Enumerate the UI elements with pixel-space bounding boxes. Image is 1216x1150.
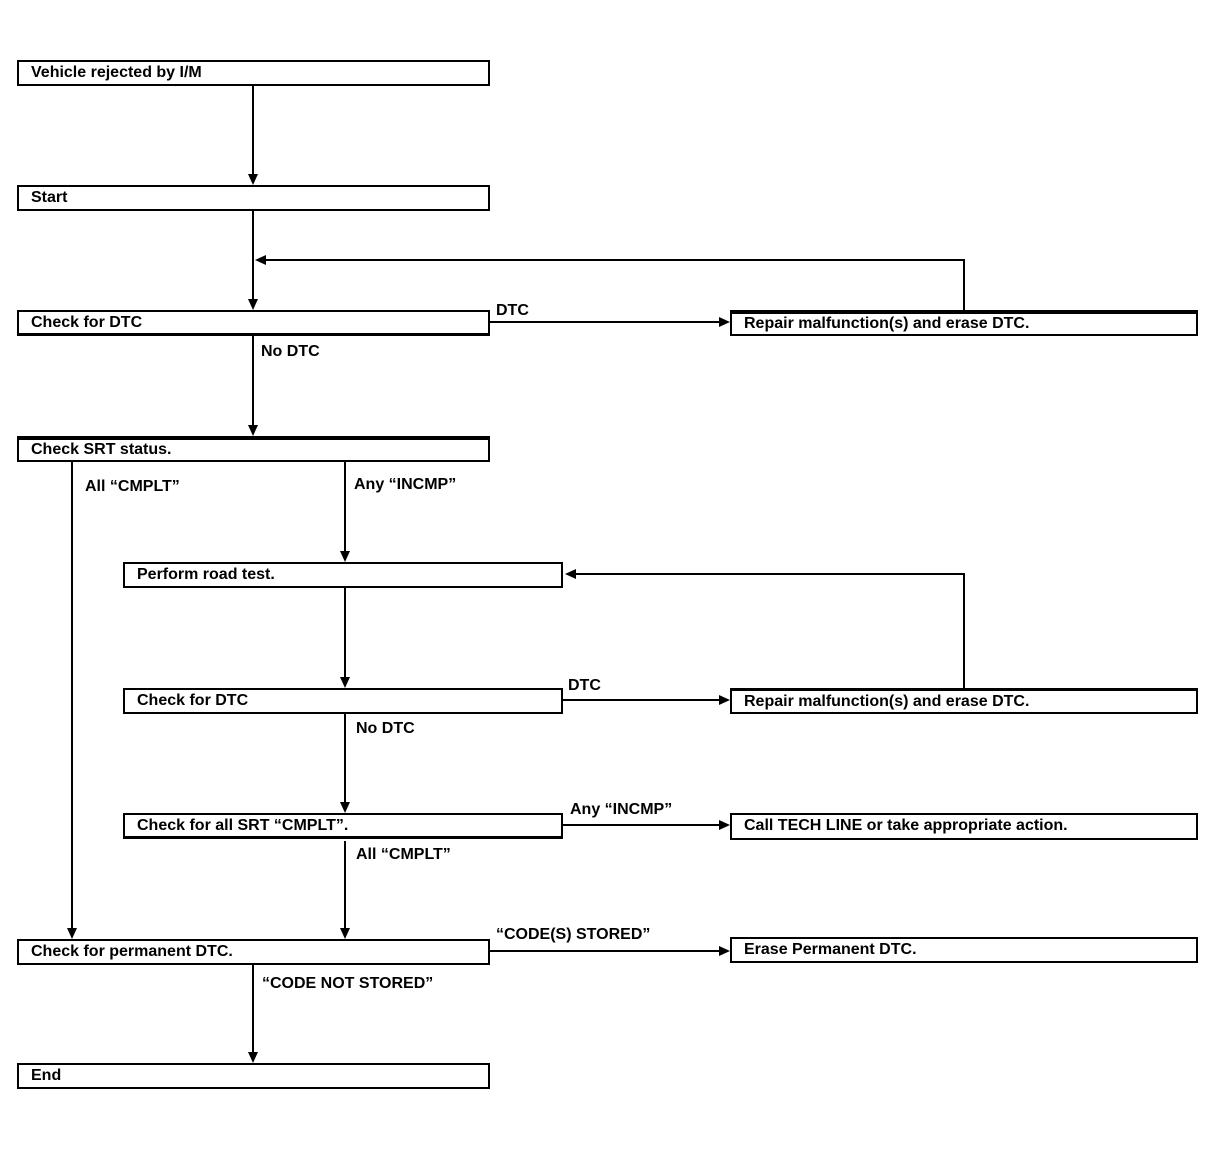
arrowhead-into-checkallsrt xyxy=(340,802,350,813)
arrowhead-feedback2-into-roadtest xyxy=(565,569,576,579)
arrowhead-into-erase-permanent xyxy=(719,946,730,956)
connector-dtc2-to-repair2 xyxy=(563,699,719,701)
label-any-incmp-mid: Any “INCMP” xyxy=(570,801,673,818)
box-vehicle-rejected: Vehicle rejected by I/M xyxy=(17,60,490,86)
label-no-dtc-mid: No DTC xyxy=(356,720,415,737)
label-dtc-mid: DTC xyxy=(568,677,601,694)
flow-line-nodtc2-to-checkallsrt xyxy=(344,714,346,802)
box-call-tech-line: Call TECH LINE or take appropriate actio… xyxy=(730,813,1198,840)
arrowhead-into-start xyxy=(248,174,258,185)
box-check-all-srt-cmplt: Check for all SRT “CMPLT”. xyxy=(123,813,563,839)
label-all-cmplt-top: All “CMPLT” xyxy=(85,478,180,495)
box-erase-permanent-dtc: Erase Permanent DTC. xyxy=(730,937,1198,963)
box-check-srt-status: Check SRT status. xyxy=(17,436,490,462)
feedback1-horizontal xyxy=(262,259,965,261)
connector-codestored-to-erase xyxy=(490,950,719,952)
label-code-not-stored: “CODE NOT STORED” xyxy=(262,975,434,992)
flow-line-nodtc-to-checksrt xyxy=(252,336,254,425)
arrowhead-into-checkdtc2 xyxy=(340,677,350,688)
box-check-dtc-1: Check for DTC xyxy=(17,310,490,336)
box-end: End xyxy=(17,1063,490,1089)
box-check-dtc-2: Check for DTC xyxy=(123,688,563,714)
arrowhead-into-repair1 xyxy=(719,317,730,327)
flow-line-allcmplt-bypass xyxy=(71,462,73,928)
label-all-cmplt-mid: All “CMPLT” xyxy=(356,846,451,863)
connector-anyincmp-to-calltech xyxy=(563,824,719,826)
flow-line-anyincmp-to-roadtest xyxy=(344,462,346,551)
box-repair-erase-dtc-1: Repair malfunction(s) and erase DTC. xyxy=(730,310,1198,336)
feedback2-horizontal xyxy=(572,573,965,575)
arrowhead-into-checksrt xyxy=(248,425,258,436)
feedback1-vertical xyxy=(963,259,965,310)
arrowhead-into-repair2 xyxy=(719,695,730,705)
box-start: Start xyxy=(17,185,490,211)
label-any-incmp-top: Any “INCMP” xyxy=(354,476,457,493)
flow-line-permanent-to-end xyxy=(252,965,254,1052)
box-repair-erase-dtc-2: Repair malfunction(s) and erase DTC. xyxy=(730,688,1198,714)
arrowhead-into-end xyxy=(248,1052,258,1063)
feedback2-vertical xyxy=(963,573,965,688)
arrowhead-into-checkdtc1 xyxy=(248,299,258,310)
flow-line-start-to-checkdtc1 xyxy=(252,211,254,299)
label-no-dtc-top: No DTC xyxy=(261,343,320,360)
arrowhead-into-calltech xyxy=(719,820,730,830)
arrowhead-into-roadtest xyxy=(340,551,350,562)
flow-line-vehicle-to-start xyxy=(252,86,254,174)
box-check-permanent-dtc: Check for permanent DTC. xyxy=(17,939,490,965)
arrowhead-feedback1-into-mainline xyxy=(255,255,266,265)
box-perform-road-test: Perform road test. xyxy=(123,562,563,588)
connector-dtc1-to-repair1 xyxy=(490,321,719,323)
flow-line-roadtest-to-checkdtc2 xyxy=(344,588,346,677)
label-dtc-top: DTC xyxy=(496,302,529,319)
label-codes-stored: “CODE(S) STORED” xyxy=(496,926,651,943)
arrowhead-into-permanent xyxy=(340,928,350,939)
flow-line-allcmplt2-to-permanent xyxy=(344,841,346,928)
arrowhead-bypass-into-permanent xyxy=(67,928,77,939)
